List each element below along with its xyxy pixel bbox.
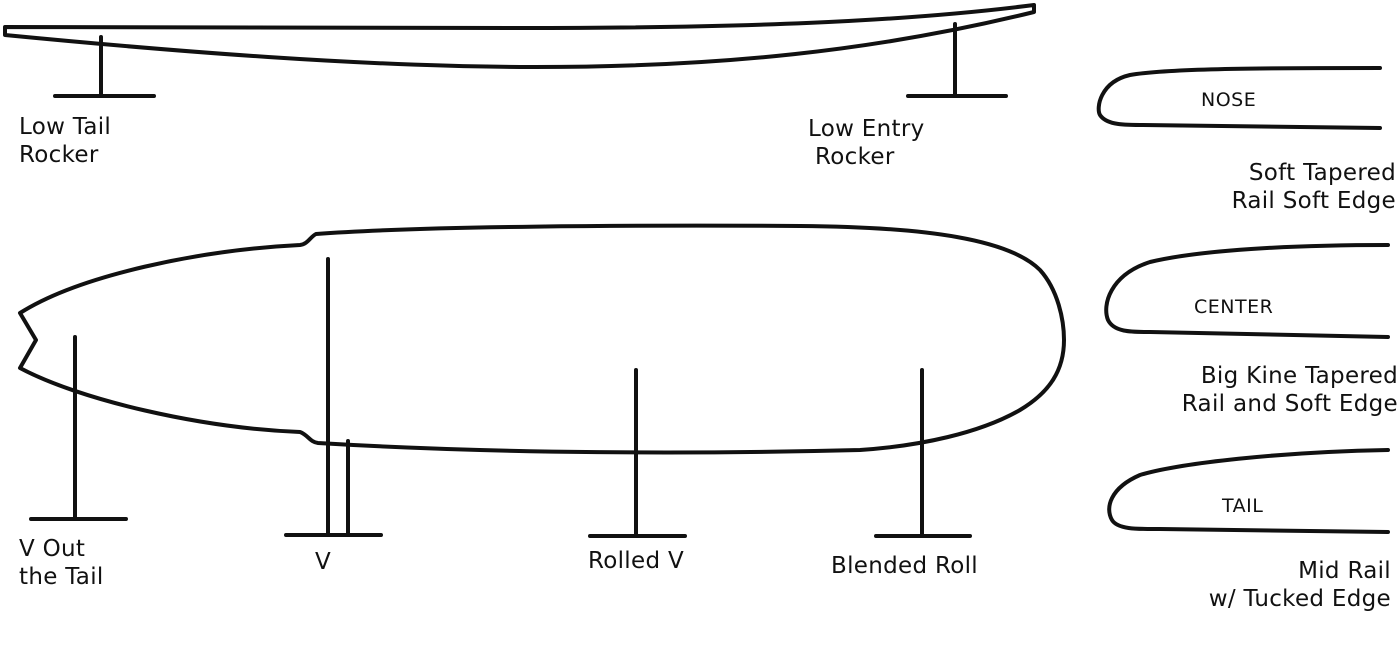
rolled-v-label: Rolled V	[588, 548, 684, 574]
v-marker	[284, 257, 383, 537]
entry-rocker-marker	[906, 22, 1008, 98]
blended-roll-marker	[874, 368, 972, 538]
v-label: V	[315, 549, 332, 575]
low-tail-rocker-label: Low Tail Rocker	[19, 114, 112, 168]
board-side-profile	[3, 3, 1036, 70]
blended-roll-label: Blended Roll	[831, 553, 978, 579]
nose-rail-profile	[1096, 66, 1382, 130]
v-out-tail-label: V Out the Tail	[19, 536, 104, 590]
tail-tag: TAIL	[1222, 495, 1264, 517]
nose-rail-caption: Soft Tapered Rail Soft Edge	[1231, 160, 1396, 214]
tail-rail-profile	[1107, 448, 1390, 534]
rolled-v-marker	[588, 368, 687, 538]
tail-rail-caption: Mid Rail w/ Tucked Edge	[1208, 558, 1391, 612]
center-rail-profile	[1104, 243, 1390, 339]
v-out-tail-marker	[29, 335, 128, 521]
center-rail-caption: Big Kine Tapered Rail and Soft Edge	[1181, 363, 1398, 417]
center-tag: CENTER	[1194, 296, 1274, 318]
low-entry-rocker-label: Low Entry Rocker	[808, 116, 925, 170]
nose-tag: NOSE	[1201, 89, 1257, 111]
tail-rocker-marker	[53, 35, 156, 98]
board-bottom-outline	[18, 223, 1066, 455]
